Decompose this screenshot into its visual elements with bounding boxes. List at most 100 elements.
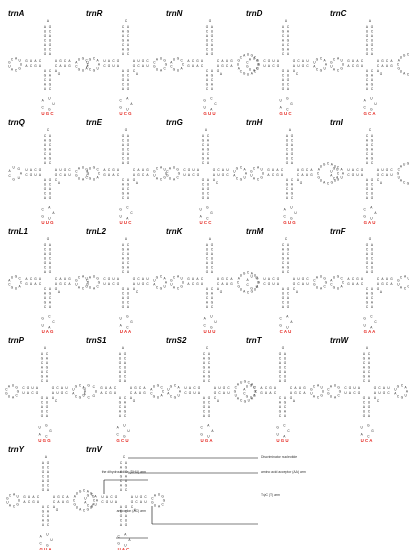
nucleotide: U	[160, 57, 163, 61]
nucleotide: U	[44, 30, 47, 34]
nucleotide: C	[117, 534, 120, 538]
nucleotide: G	[39, 168, 42, 172]
nucleotide: U	[282, 270, 285, 274]
nucleotide: U	[90, 491, 93, 495]
nucleotide: C	[42, 475, 45, 479]
nucleotide: C	[226, 64, 229, 68]
nucleotide: A	[330, 174, 333, 178]
nucleotide: A	[209, 237, 212, 241]
nucleotide: U	[368, 401, 371, 405]
nucleotide: C	[236, 177, 239, 181]
nucleotide: U	[287, 243, 290, 247]
nucleotide: A	[30, 168, 33, 172]
nucleotide: G	[211, 34, 214, 38]
nucleotide: G	[371, 157, 374, 161]
nucleotide: A	[140, 500, 143, 504]
nucleotide: A	[82, 275, 85, 279]
nucleotide: A	[371, 301, 374, 305]
nucleotide: A	[290, 320, 293, 324]
nucleotide: A	[47, 488, 50, 492]
nucleotide: C	[55, 399, 58, 403]
nucleotide: C	[214, 396, 217, 400]
nucleotide: U	[8, 395, 11, 399]
nucleotide: G	[108, 277, 111, 281]
nucleotide: A	[44, 196, 47, 200]
nucleotide: C	[263, 59, 266, 63]
nucleotide: U	[404, 393, 407, 397]
nucleotide: C	[122, 157, 125, 161]
nucleotide: G	[267, 168, 270, 172]
nucleotide: U	[96, 66, 99, 70]
nucleotide: C	[333, 177, 336, 181]
anticodon: U C A	[361, 438, 374, 443]
nucleotide: C	[381, 173, 384, 177]
nucleotide: G	[18, 66, 21, 70]
nucleotide: C	[366, 287, 369, 291]
nucleotide: U	[320, 179, 323, 183]
nucleotide: C	[368, 370, 371, 374]
nucleotide: C	[306, 64, 309, 68]
nucleotide: G	[211, 301, 214, 305]
nucleotide: U	[28, 495, 31, 499]
nucleotide: G	[208, 375, 211, 379]
nucleotide: U	[119, 357, 122, 361]
nucleotide: U	[293, 69, 296, 73]
nucleotide: U	[360, 425, 363, 429]
nucleotide: G	[331, 181, 334, 185]
nucleotide: C	[407, 73, 409, 77]
nucleotide: C	[208, 379, 211, 383]
nucleotide: C	[127, 74, 130, 78]
nucleotide: G	[371, 43, 374, 47]
gene-label: trnW	[330, 336, 350, 345]
nucleotide: U	[262, 172, 265, 176]
nucleotide: U	[173, 166, 176, 170]
nucleotide: C	[49, 48, 52, 52]
nucleotide: A	[126, 217, 129, 221]
nucleotide: C	[103, 64, 106, 68]
nucleotide: A	[27, 391, 30, 395]
nucleotide: A	[48, 326, 51, 330]
nucleotide: A	[150, 387, 153, 391]
nucleotide: C	[162, 390, 165, 394]
nucleotide: U	[193, 391, 196, 395]
nucleotide: U	[125, 461, 128, 465]
nucleotide: C	[34, 168, 37, 172]
nucleotide: U	[46, 532, 49, 536]
nucleotide: G	[133, 277, 136, 281]
nucleotide: C	[337, 166, 340, 170]
nucleotide: C	[139, 386, 142, 390]
nucleotide: G	[146, 168, 149, 172]
nucleotide: G	[374, 386, 377, 390]
nucleotide: G	[356, 64, 359, 68]
legend: Discriminator nucleotide amino acid acce…	[102, 455, 306, 539]
nucleotide: A	[189, 386, 192, 390]
nucleotide: A	[160, 166, 163, 170]
nucleotide: C	[286, 108, 289, 112]
anticodon: U G G	[38, 438, 51, 443]
anticodon: U A A	[120, 329, 132, 334]
nucleotide: C	[41, 106, 44, 110]
nucleotide: U	[370, 217, 373, 221]
nucleotide: C	[352, 64, 355, 68]
nucleotide: C	[161, 502, 164, 506]
nucleotide: C	[44, 305, 47, 309]
nucleotide: G	[246, 65, 249, 69]
nucleotide: C	[15, 393, 18, 397]
nucleotide: U	[41, 370, 44, 374]
gene-label: trnN	[166, 9, 183, 18]
nucleotide: U	[144, 500, 147, 504]
nucleotide: A	[207, 139, 210, 143]
nucleotide: G	[17, 390, 20, 394]
nucleotide: A	[82, 177, 85, 181]
nucleotide: U	[42, 484, 45, 488]
nucleotide: C	[49, 257, 52, 261]
nucleotide: A	[83, 386, 86, 390]
nucleotide: A	[249, 57, 252, 61]
nucleotide: U	[44, 48, 47, 52]
nucleotide: G	[58, 72, 61, 76]
nucleotide: C	[123, 455, 126, 459]
nucleotide: U	[352, 282, 355, 286]
nucleotide: G	[210, 326, 213, 330]
